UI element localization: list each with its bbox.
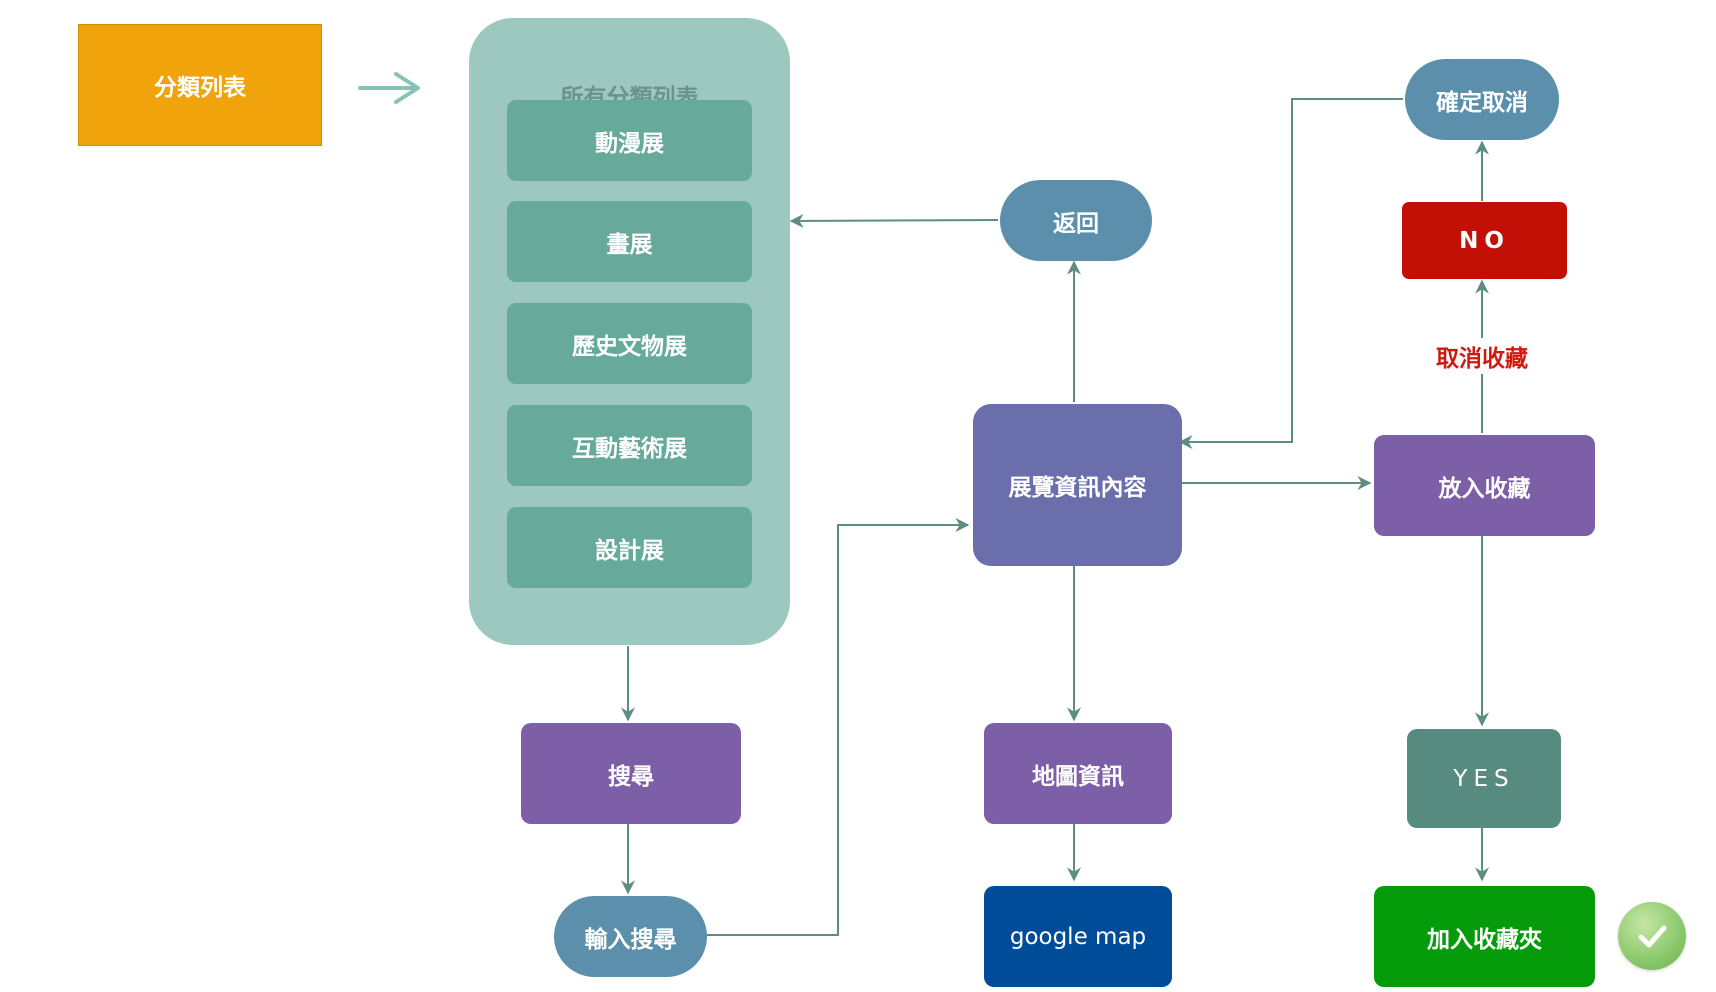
category-design[interactable]: 設計展 [507, 507, 752, 588]
cancel-favorite-label: 取消收藏 [1412, 338, 1552, 374]
yes-node[interactable]: YES [1407, 729, 1561, 828]
google-map-node[interactable]: google map [984, 886, 1172, 987]
checkmark-glyph [1638, 925, 1667, 948]
search-input-node[interactable]: 輸入搜尋 [554, 896, 707, 977]
checkmark-icon [1618, 902, 1686, 970]
exhibition-info-node[interactable]: 展覽資訊內容 [973, 404, 1182, 566]
category-interactive-art[interactable]: 互動藝術展 [507, 405, 752, 486]
arrow-right-icon [358, 72, 420, 104]
search-node[interactable]: 搜尋 [521, 723, 741, 824]
category-list-node[interactable]: 分類列表 [78, 24, 322, 146]
arrow-input-to-info [707, 518, 970, 936]
category-history[interactable]: 歷史文物展 [507, 303, 752, 384]
arrow-confirm-to-info [1178, 98, 1403, 449]
category-painting[interactable]: 畫展 [507, 201, 752, 282]
add-favorite-node[interactable]: 放入收藏 [1374, 435, 1595, 536]
map-info-node[interactable]: 地圖資訊 [984, 723, 1172, 824]
confirm-cancel-node[interactable]: 確定取消 [1405, 59, 1559, 140]
add-to-folder-node[interactable]: 加入收藏夾 [1374, 886, 1595, 987]
no-node[interactable]: NO [1402, 202, 1567, 279]
category-anime[interactable]: 動漫展 [507, 100, 752, 181]
arrow-return-to-categories [789, 213, 999, 228]
return-node[interactable]: 返回 [1000, 180, 1152, 261]
